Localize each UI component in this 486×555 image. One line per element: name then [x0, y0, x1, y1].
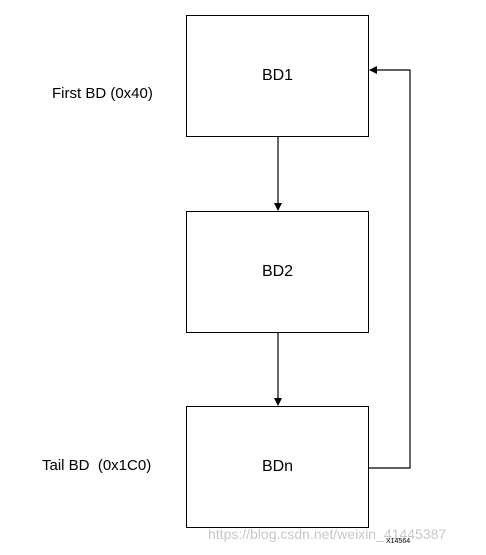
figure-id: X14564: [386, 538, 411, 545]
watermark: https://blog.csdn.net/weixin_41445387: [208, 526, 447, 542]
bdn-label: BDn: [261, 458, 294, 475]
bd2-node: BD2: [186, 211, 369, 333]
bd1-label: BD1: [261, 67, 294, 84]
bd2-label: BD2: [261, 263, 294, 280]
bd1-node: BD1: [186, 15, 369, 137]
tail-bd-label: Tail BD (0x1C0): [42, 457, 152, 474]
arrow-bdn-loop-to-bd1: [369, 66, 411, 469]
first-bd-label: First BD (0x40): [52, 85, 153, 102]
bdn-node: BDn: [186, 406, 369, 528]
